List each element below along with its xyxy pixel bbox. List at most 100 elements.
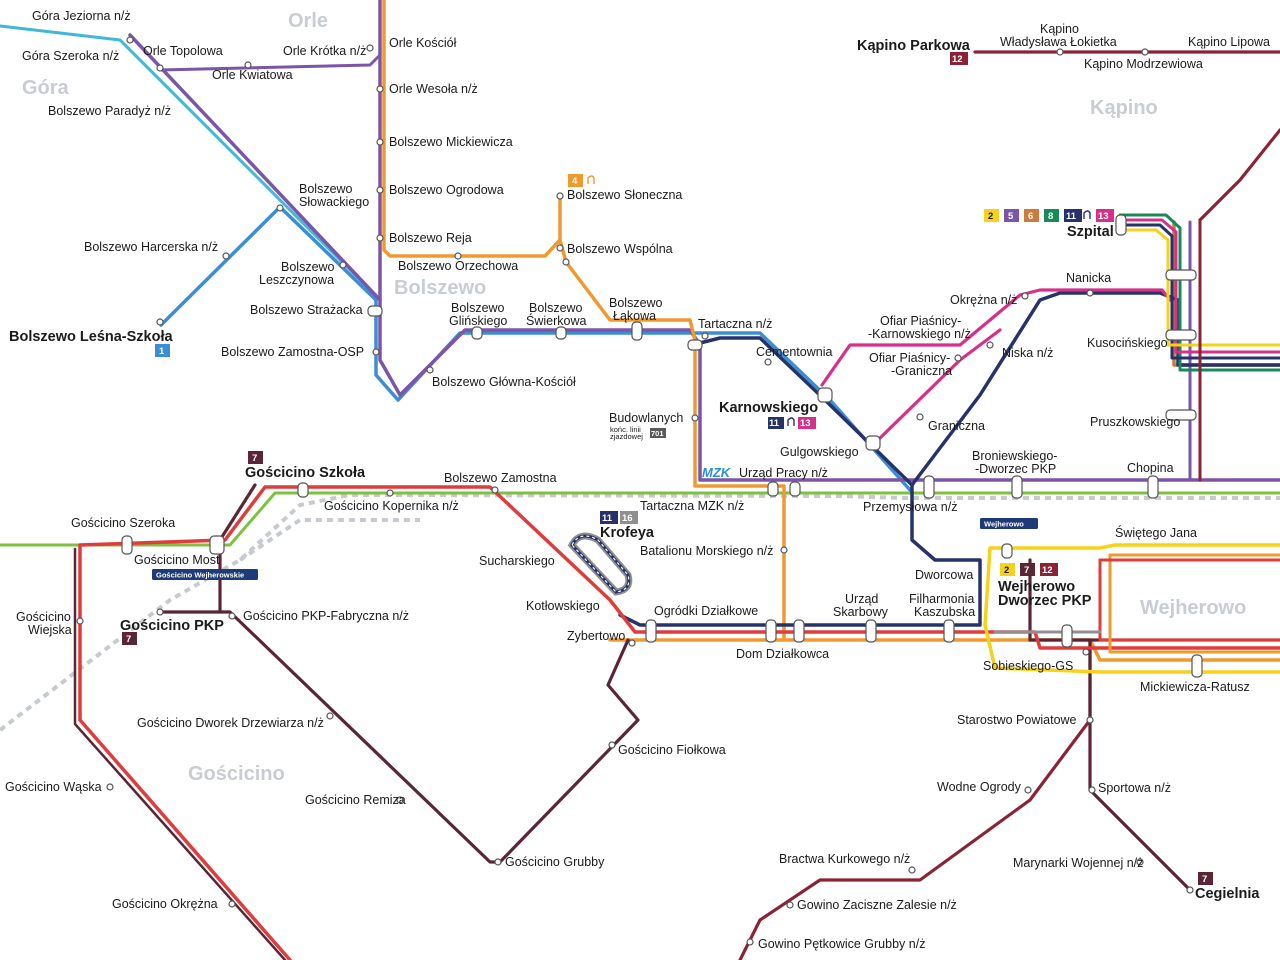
stop-ofiar-karnowskiego[interactable]: Ofiar Piaśnicy--Karnowskiego n/ż bbox=[868, 314, 971, 341]
stop-goscicino-remiza[interactable]: Gościcino Remiza bbox=[305, 793, 406, 807]
stop-krofeya[interactable]: Krofeya bbox=[600, 525, 655, 541]
stop-goscicino-grubby[interactable]: Gościcino Grubby bbox=[505, 855, 605, 869]
stop-bolszewo-lesna-szkola[interactable]: Bolszewo Leśna-Szkoła bbox=[9, 329, 174, 345]
badge-4-sloneczna[interactable]: 4 bbox=[568, 174, 583, 187]
stop-goscicino-waska[interactable]: Gościcino Wąska bbox=[5, 780, 102, 794]
stop-bolszewo-paradyz[interactable]: Bolszewo Paradyż n/ż bbox=[48, 104, 171, 118]
stop-gowino-zacisze[interactable]: Gowino Zaciszne Zalesie n/ż bbox=[797, 898, 957, 912]
stop-goscicino-kopernika[interactable]: Gościcino Kopernika n/ż bbox=[324, 499, 459, 513]
stop-ogrodki-dzialkowe[interactable]: Ogródki Działkowe bbox=[654, 604, 758, 618]
stop-sobieskiego[interactable]: Sobieskiego-GS bbox=[983, 659, 1073, 673]
stop-okrezna[interactable]: Okrężna n/ż bbox=[950, 293, 1017, 307]
stop-nanicka[interactable]: Nanicka bbox=[1066, 271, 1111, 285]
stop-bolszewo-harcerska[interactable]: Bolszewo Harcerska n/ż bbox=[84, 240, 218, 254]
badge-12-dworzec[interactable]: 12 bbox=[1040, 563, 1058, 576]
stop-goscicino-dworek[interactable]: Gościcino Dworek Drzewiarza n/ż bbox=[137, 716, 324, 730]
stop-bractwa-kurkowego[interactable]: Bractwa Kurkowego n/ż bbox=[779, 852, 910, 866]
stop-orle-krotka[interactable]: Orle Krótka n/ż bbox=[283, 44, 366, 58]
stop-bolszewo-zamostna[interactable]: Bolszewo Zamostna bbox=[444, 471, 557, 485]
stop-bolszewo-reja[interactable]: Bolszewo Reja bbox=[389, 231, 472, 245]
stop-bolszewo-wspolna[interactable]: Bolszewo Wspólna bbox=[567, 242, 673, 256]
stop-goscicino-szeroka[interactable]: Gościcino Szeroka bbox=[71, 516, 175, 530]
stop-sucharskiego[interactable]: Sucharskiego bbox=[479, 554, 555, 568]
stop-urzad-pracy[interactable]: Urząd Pracy n/ż bbox=[739, 466, 828, 480]
stop-dworcowa[interactable]: Dworcowa bbox=[915, 568, 973, 582]
stop-orle-topolowa[interactable]: Orle Topolowa bbox=[143, 44, 223, 58]
badge-11-karnowskiego[interactable]: 11 bbox=[768, 417, 784, 429]
badge-7-cegielnia[interactable]: 7 bbox=[1198, 872, 1213, 885]
stop-orle-kwiatowa[interactable]: Orle Kwiatowa bbox=[212, 68, 293, 82]
stop-gulgowskiego[interactable]: Gulgowskiego bbox=[780, 445, 859, 459]
stop-orle-kosciol[interactable]: Orle Kościół bbox=[389, 36, 457, 50]
badge-13-szpital[interactable]: 13 bbox=[1096, 209, 1114, 222]
badge-2-szpital[interactable]: 2 bbox=[984, 209, 999, 222]
stop-sportowa[interactable]: Sportowa n/ż bbox=[1098, 781, 1171, 795]
stop-graniczna[interactable]: Graniczna bbox=[928, 419, 985, 433]
badge-6-szpital[interactable]: 6 bbox=[1024, 209, 1039, 222]
badge-5-szpital[interactable]: 5 bbox=[1004, 209, 1019, 222]
stop-karnowskiego[interactable]: Karnowskiego bbox=[719, 400, 818, 416]
stop-broniewskiego[interactable]: Broniewskiego--Dworzec PKP bbox=[972, 449, 1057, 476]
stop-chopina[interactable]: Chopina bbox=[1127, 461, 1174, 475]
stop-bolszewo-ogrodowa[interactable]: Bolszewo Ogrodowa bbox=[389, 183, 504, 197]
stop-cegielnia[interactable]: Cegielnia bbox=[1195, 886, 1260, 902]
badge-11-krofeya[interactable]: 11 bbox=[600, 511, 618, 524]
stop-dom-dzialkowca[interactable]: Dom Działkowca bbox=[736, 647, 829, 661]
stop-przemyslowa[interactable]: Przemysłowa n/ż bbox=[863, 500, 957, 514]
stop-orle-wesola[interactable]: Orle Wesoła n/ż bbox=[389, 82, 478, 96]
stop-goscicino-okrezna[interactable]: Gościcino Okrężna bbox=[112, 897, 218, 911]
stop-bolszewo-glowna-kosciol[interactable]: Bolszewo Główna-Kościół bbox=[432, 375, 576, 389]
badge-8-szpital[interactable]: 8 bbox=[1044, 209, 1059, 222]
badge-1-lesna[interactable]: 1 bbox=[155, 344, 170, 357]
stop-goscicino-pkp[interactable]: Gościcino PKP bbox=[120, 618, 224, 634]
stop-goscicino-pkp-fabryczna[interactable]: Gościcino PKP-Fabryczna n/ż bbox=[243, 609, 409, 623]
stop-kapino-modrzewiowa[interactable]: Kąpino Modrzewiowa bbox=[1084, 57, 1203, 71]
badge-2-dworzec[interactable]: 2 bbox=[1000, 563, 1015, 576]
stop-budowlanych[interactable]: Budowlanych bbox=[609, 411, 683, 425]
stop-bolszewo-orzechowa[interactable]: Bolszewo Orzechowa bbox=[398, 259, 518, 273]
stop-szpital[interactable]: Szpital bbox=[1067, 224, 1114, 240]
stop-ofiar-graniczna[interactable]: Ofiar Piaśnicy--Graniczna bbox=[869, 351, 952, 378]
stop-niska[interactable]: Niska n/ż bbox=[1002, 346, 1053, 360]
badge-16-krofeya[interactable]: 16 bbox=[620, 511, 638, 524]
stop-goscicino-most[interactable]: Gościcino Most bbox=[134, 553, 220, 567]
stop-kusocinskiego[interactable]: Kusocińskiego bbox=[1087, 336, 1168, 350]
stop-pruszkowskiego[interactable]: Pruszkowskiego bbox=[1090, 415, 1180, 429]
stop-tartaczna-mzk[interactable]: Tartaczna MZK n/ż bbox=[640, 499, 744, 513]
stop-mickiewicza-ratusz[interactable]: Mickiewicza-Ratusz bbox=[1140, 680, 1250, 694]
stop-gora-jeziorna[interactable]: Góra Jeziorna n/ż bbox=[32, 9, 131, 23]
badge-7-goscicino-pkp[interactable]: 7 bbox=[122, 632, 137, 645]
stop-kapino-lipowa[interactable]: Kąpino Lipowa bbox=[1188, 35, 1270, 49]
stop-wodne-ogrody[interactable]: Wodne Ogrody bbox=[937, 780, 1022, 794]
stop-swietego-jana[interactable]: Świętego Jana bbox=[1115, 525, 1197, 540]
badge-701[interactable]: 701 bbox=[650, 428, 666, 438]
badge-7-goscicino-szkola[interactable]: 7 bbox=[248, 451, 263, 464]
stop-zybertowo[interactable]: Zybertowo bbox=[567, 629, 625, 643]
stop-tartaczna[interactable]: Tartaczna n/ż bbox=[698, 317, 772, 331]
stop-bolszewo-mickiewicza[interactable]: Bolszewo Mickiewicza bbox=[389, 135, 513, 149]
stop-goscicino-szkola[interactable]: Gościcino Szkoła bbox=[245, 465, 366, 481]
badge-7-dworzec[interactable]: 7 bbox=[1020, 563, 1035, 576]
stop-kapino-parkowa[interactable]: Kąpino Parkowa bbox=[857, 38, 971, 54]
stop-marynarki-wojennej[interactable]: Marynarki Wojennej n/ż bbox=[1013, 856, 1143, 870]
stop-gora-szeroka[interactable]: Góra Szeroka n/ż bbox=[22, 49, 119, 63]
stop-cementownia[interactable]: Cementownia bbox=[756, 345, 832, 359]
stop-bolszewo-strazacka[interactable]: Bolszewo Strażacka bbox=[250, 303, 363, 317]
badge-13-karnowskiego[interactable]: 13 bbox=[798, 417, 816, 429]
stop-goscicino-fiolkowa[interactable]: Gościcino Fiołkowa bbox=[618, 743, 726, 757]
stop-batalionu-morskiego[interactable]: Batalionu Morskiego n/ż bbox=[640, 544, 773, 558]
badge-11-szpital[interactable]: 11 bbox=[1064, 209, 1082, 222]
stop-kotlowskiego[interactable]: Kotłowskiego bbox=[526, 599, 600, 613]
stop-starostwo[interactable]: Starostwo Powiatowe bbox=[957, 713, 1077, 727]
stop-bolszewo-sloneczna[interactable]: Bolszewo Słoneczna bbox=[567, 188, 682, 202]
stop-bolszewo-zamostna-osp[interactable]: Bolszewo Zamostna-OSP bbox=[221, 345, 364, 359]
